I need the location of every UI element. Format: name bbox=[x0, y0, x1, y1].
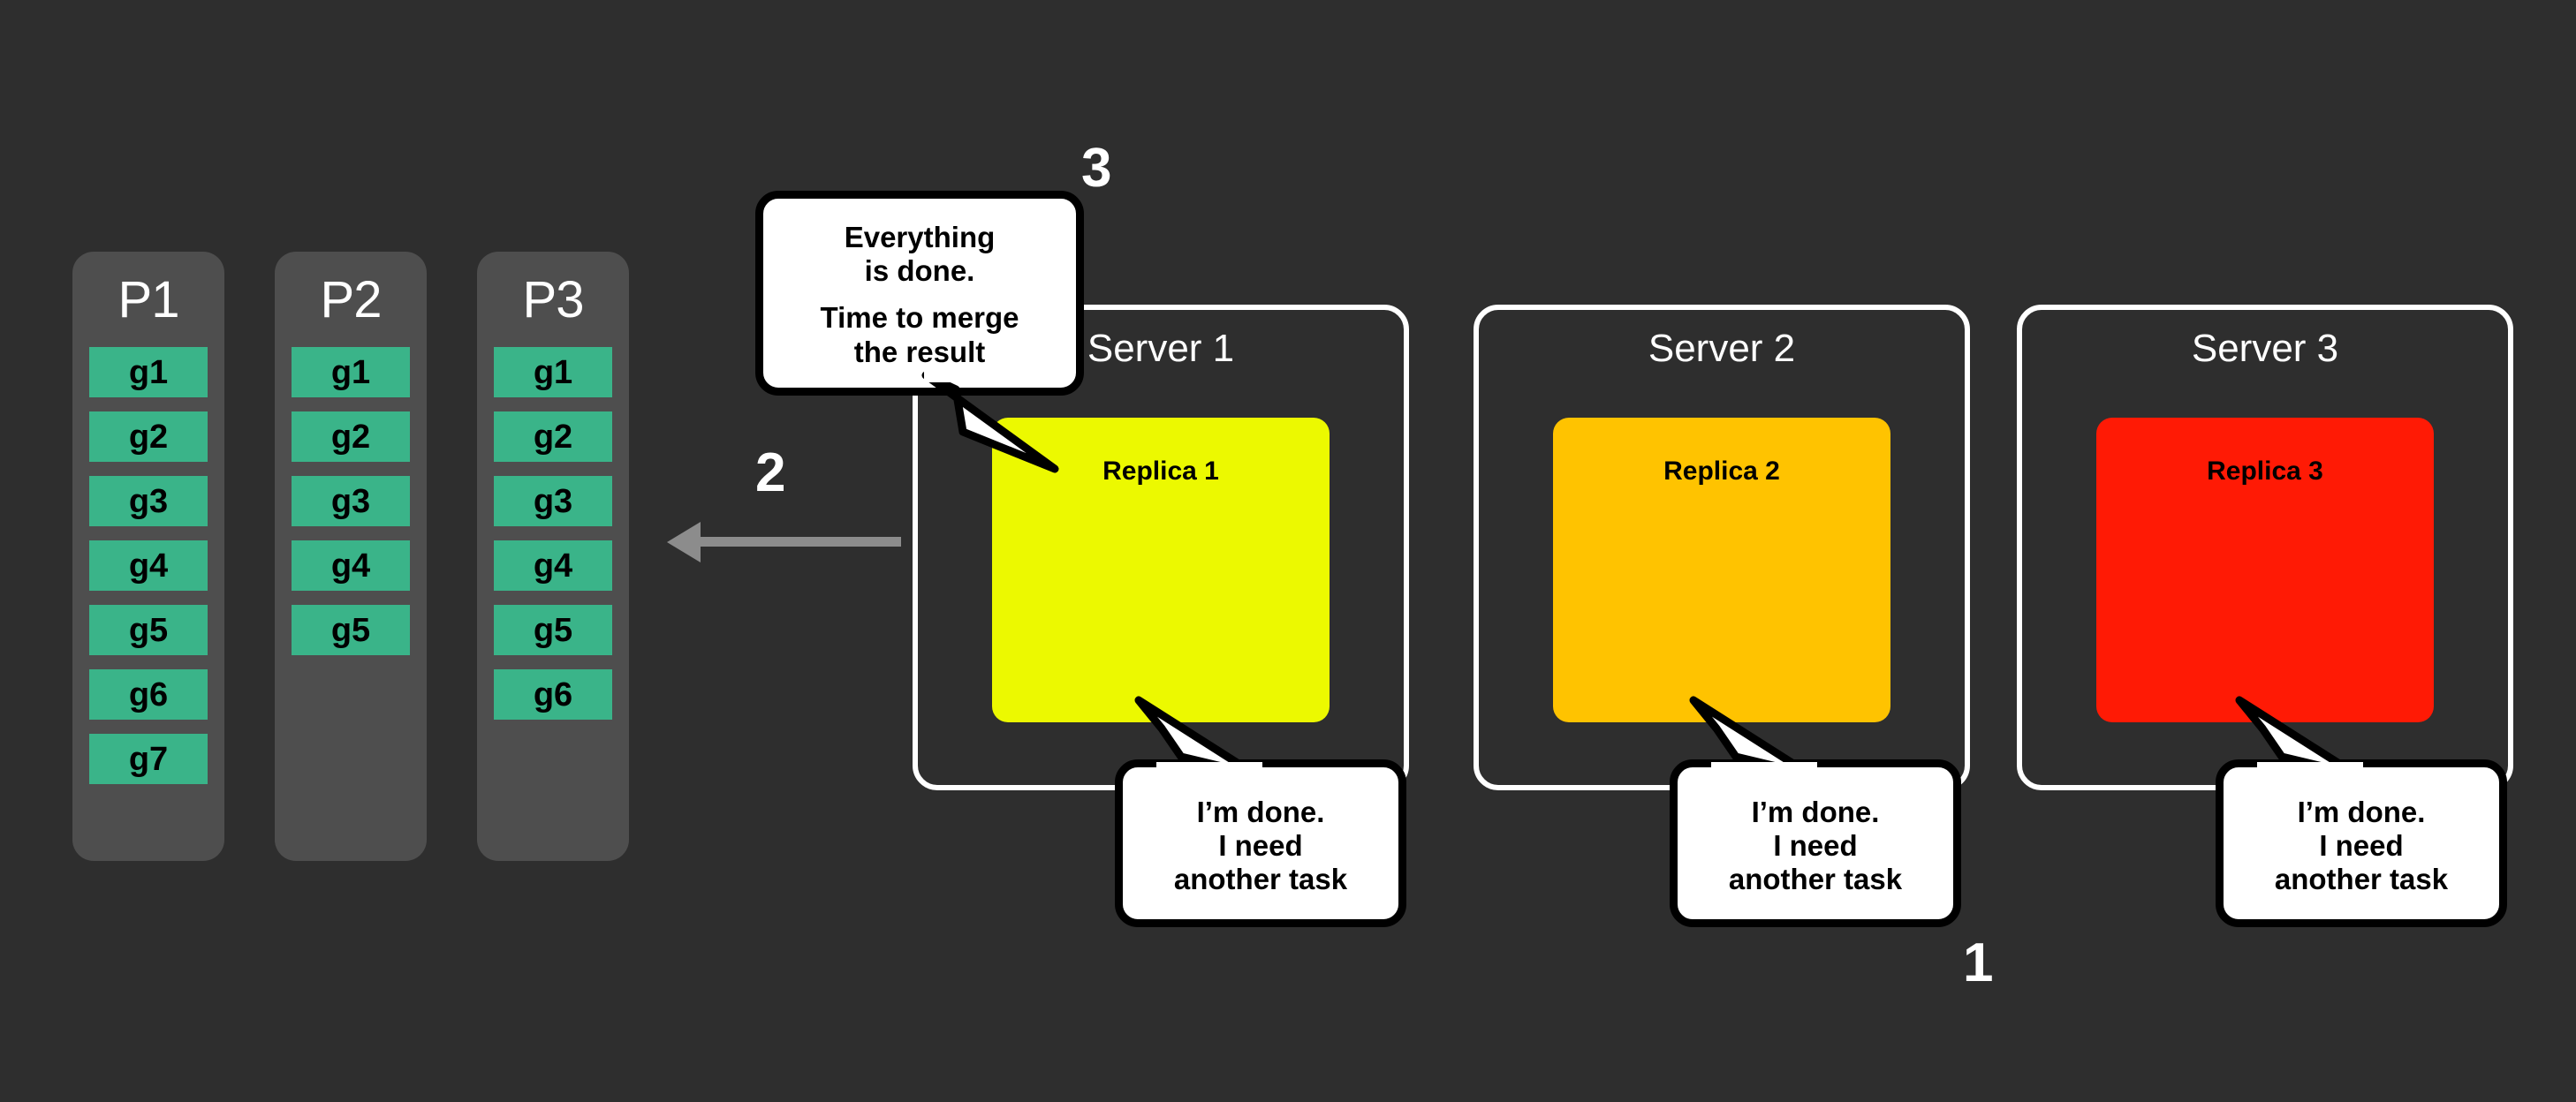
bubble-line: another task bbox=[1173, 863, 1348, 896]
arrow-line bbox=[693, 537, 901, 547]
group-block[interactable]: g3 bbox=[89, 476, 208, 526]
group-block[interactable]: g1 bbox=[494, 347, 612, 397]
arrow-left-icon bbox=[667, 522, 701, 562]
group-block[interactable]: g1 bbox=[292, 347, 410, 397]
partition-title: P3 bbox=[522, 271, 585, 328]
replica-label: Replica 1 bbox=[1102, 457, 1219, 486]
speech-bubble-done-3: I’m done. I need another task bbox=[2216, 696, 2507, 927]
group-block[interactable]: g4 bbox=[494, 540, 612, 591]
replica-label: Replica 3 bbox=[2207, 457, 2323, 486]
partition-title: P1 bbox=[117, 271, 180, 328]
bubble-line: is done. bbox=[864, 254, 975, 288]
group-block[interactable]: g3 bbox=[292, 476, 410, 526]
replica-box-2[interactable]: Replica 2 bbox=[1553, 418, 1890, 722]
server-title: Server 1 bbox=[1087, 327, 1235, 370]
bubble-line: another task bbox=[2274, 863, 2449, 896]
group-block[interactable]: g2 bbox=[494, 411, 612, 462]
group-block[interactable]: g5 bbox=[89, 605, 208, 655]
partition-title: P2 bbox=[320, 271, 383, 328]
group-block[interactable]: g6 bbox=[494, 669, 612, 720]
bubble-line: Everything bbox=[844, 221, 996, 254]
speech-bubble-done-2: I’m done. I need another task bbox=[1670, 696, 1961, 927]
group-block[interactable]: g3 bbox=[494, 476, 612, 526]
server-box-3[interactable]: Server 3 Replica 3 bbox=[2017, 305, 2513, 790]
step-number-2-label: 2 bbox=[755, 442, 786, 503]
bubble-line: I’m done. bbox=[1196, 795, 1325, 828]
bubble-line: the result bbox=[853, 335, 986, 368]
bubble-line: I need bbox=[1218, 828, 1303, 862]
partitions-group: P1 g1 g2 g3 g4 g5 g6 g7 P2 g1 g2 g3 g4 g… bbox=[72, 252, 629, 861]
server-title: Server 2 bbox=[1648, 327, 1796, 370]
group-block[interactable]: g4 bbox=[89, 540, 208, 591]
group-block[interactable]: g1 bbox=[89, 347, 208, 397]
bubble-line: another task bbox=[1728, 863, 1903, 896]
server-box-2[interactable]: Server 2 Replica 2 bbox=[1474, 305, 1970, 790]
partition-p3[interactable]: P3 g1 g2 g3 g4 g5 g6 bbox=[477, 252, 629, 861]
bubble-line: Time to merge bbox=[820, 301, 1019, 335]
bubble-line: I need bbox=[2319, 828, 2404, 862]
step-number-1: 1 bbox=[1963, 932, 1994, 993]
partition-p1[interactable]: P1 g1 g2 g3 g4 g5 g6 g7 bbox=[72, 252, 224, 861]
bubble-line: I need bbox=[1773, 828, 1858, 862]
merge-arrow-group: 2 bbox=[667, 446, 905, 587]
step-number-3: 3 bbox=[1081, 138, 1112, 199]
group-block[interactable]: g4 bbox=[292, 540, 410, 591]
group-block[interactable]: g2 bbox=[89, 411, 208, 462]
partition-blocks: g1 g2 g3 g4 g5 bbox=[292, 347, 410, 655]
partition-blocks: g1 g2 g3 g4 g5 g6 g7 bbox=[89, 347, 208, 784]
group-block[interactable]: g6 bbox=[89, 669, 208, 720]
partition-blocks: g1 g2 g3 g4 g5 g6 bbox=[494, 347, 612, 720]
bubble-line: I’m done. bbox=[2297, 795, 2426, 828]
speech-bubble-merge: Everything is done. Time to merge the re… bbox=[755, 191, 1084, 473]
group-block[interactable]: g7 bbox=[89, 734, 208, 784]
partition-p2[interactable]: P2 g1 g2 g3 g4 g5 bbox=[275, 252, 427, 861]
server-title: Server 3 bbox=[2191, 327, 2339, 370]
bubble-line: I’m done. bbox=[1751, 795, 1880, 828]
replica-box-1[interactable]: Replica 1 bbox=[992, 418, 1330, 722]
group-block[interactable]: g2 bbox=[292, 411, 410, 462]
replica-box-3[interactable]: Replica 3 bbox=[2096, 418, 2434, 722]
speech-bubble-done-1: I’m done. I need another task bbox=[1115, 696, 1406, 927]
group-block[interactable]: g5 bbox=[292, 605, 410, 655]
replica-label: Replica 2 bbox=[1663, 457, 1780, 486]
group-block[interactable]: g5 bbox=[494, 605, 612, 655]
